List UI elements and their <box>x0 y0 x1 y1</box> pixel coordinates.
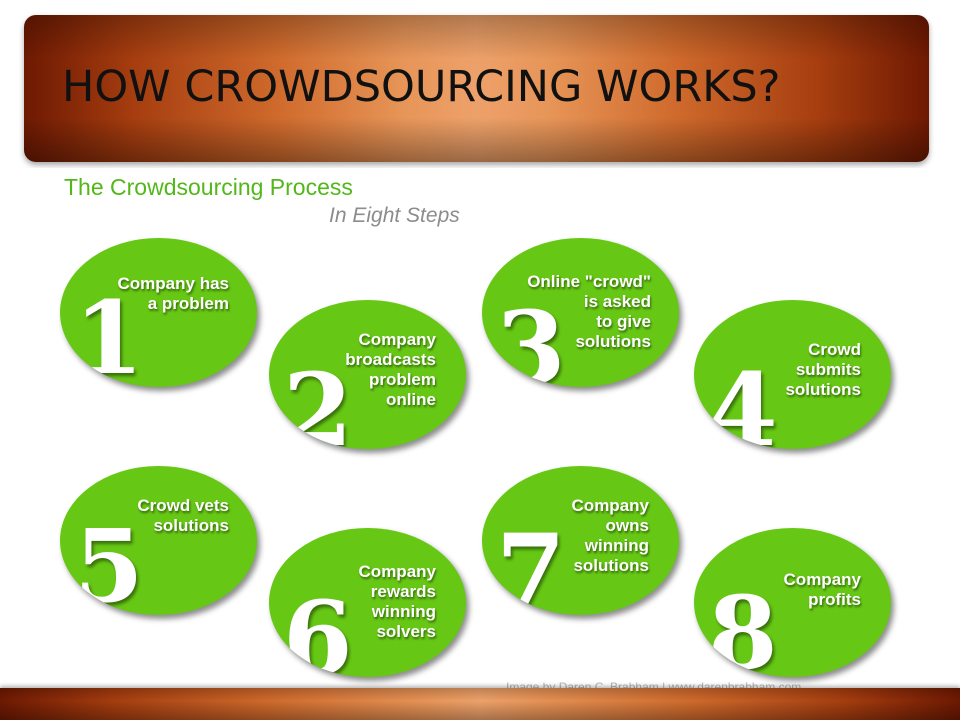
crowdsourcing-infographic: The Crowdsourcing Process In Eight Steps… <box>24 168 929 694</box>
step-8-number: 8 <box>708 574 778 677</box>
step-1-text: Company has a problem <box>117 274 229 313</box>
step-5-circle: 5 Crowd vets solutions <box>60 466 257 615</box>
step-2-text: Company broadcasts problem online <box>345 330 436 409</box>
slide-title: HOW CROWDSOURCING WORKS? <box>62 62 781 112</box>
title-banner <box>24 15 929 162</box>
bottom-banner <box>0 688 960 720</box>
step-7-number: 7 <box>496 512 566 615</box>
step-3-number: 3 <box>496 289 566 387</box>
infographic-subtitle: In Eight Steps <box>329 204 460 227</box>
step-4-circle: 4 Crowd submits solutions <box>694 300 891 449</box>
step-1-number: 1 <box>74 279 144 387</box>
step-4-text: Crowd submits solutions <box>785 340 861 399</box>
step-1-circle: 1 Company has a problem <box>60 238 257 387</box>
step-3-text: Online "crowd" is asked to give solution… <box>527 272 651 351</box>
step-3-circle: 3 Online "crowd" is asked to give soluti… <box>482 238 679 387</box>
step-4-number: 4 <box>708 351 778 449</box>
step-6-text: Company rewards winning solvers <box>358 562 436 641</box>
step-8-circle: 8 Company profits <box>694 528 891 677</box>
step-5-text: Crowd vets solutions <box>137 496 229 535</box>
infographic-title: The Crowdsourcing Process <box>64 174 353 200</box>
step-2-number: 2 <box>283 351 353 449</box>
step-2-circle: 2 Company broadcasts problem online <box>269 300 466 449</box>
step-7-text: Company owns winning solutions <box>571 496 649 575</box>
step-8-text: Company profits <box>783 570 861 609</box>
step-5-number: 5 <box>74 507 144 615</box>
step-6-circle: 6 Company rewards winning solvers <box>269 528 466 677</box>
step-6-number: 6 <box>283 579 353 677</box>
step-7-circle: 7 Company owns winning solutions <box>482 466 679 615</box>
